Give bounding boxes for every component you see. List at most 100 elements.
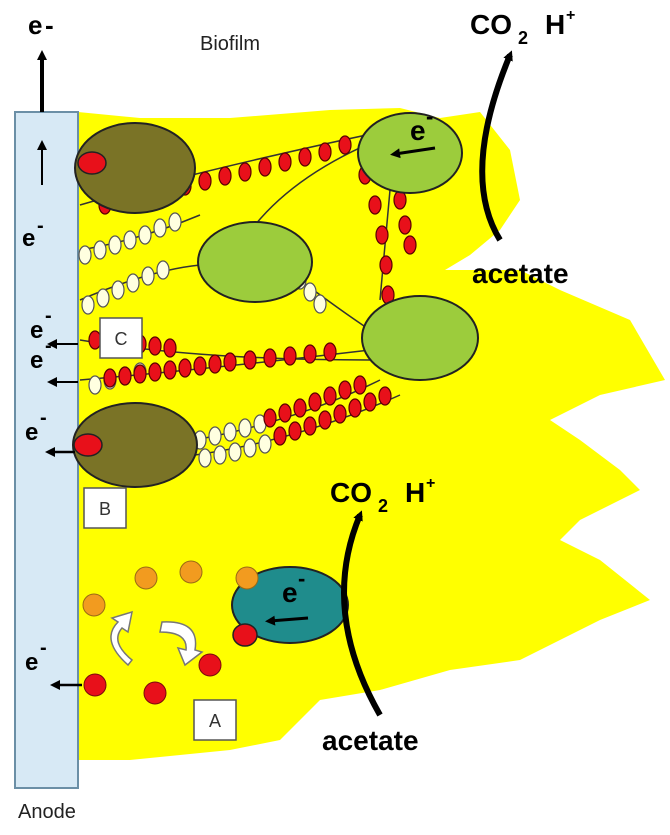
pilus-bead [156, 260, 170, 280]
pilus-bead [333, 404, 347, 424]
pilus-bead [243, 438, 257, 458]
label-a: A [209, 711, 221, 731]
pilus-bead [318, 142, 332, 162]
svg-text:-: - [40, 407, 47, 429]
cell-electron-arrow-top [390, 146, 436, 159]
electron-label-anode-3: e - [30, 335, 52, 374]
acetate-oxidation-arrow-top [479, 50, 513, 242]
acetate-label-bottom: acetate [322, 725, 419, 756]
pilus-bead [93, 240, 107, 260]
svg-text:e: e [30, 347, 43, 374]
pilus-bead [88, 330, 102, 350]
mediator-shuttles [82, 560, 259, 705]
pilus-bead [263, 348, 277, 368]
pilus-bead [133, 364, 147, 384]
cell-electron-arrow-teal [265, 615, 309, 626]
cytochrome-contact-bottom [73, 433, 103, 457]
pilus-bead [118, 366, 132, 386]
svg-text:e: e [25, 419, 38, 446]
svg-text:-: - [298, 566, 305, 591]
cytochrome-contact-teal [232, 623, 258, 647]
pilus-bead [378, 386, 392, 406]
co2-proton-label-bottom: CO 2 H + [330, 475, 435, 516]
electron-label-anode-4: e - [25, 407, 47, 446]
electron-label-anode-1: e - [22, 215, 44, 252]
pilus-bead [198, 448, 212, 468]
pilus-bead [308, 392, 322, 412]
pilus-bead [228, 442, 242, 462]
pilus-bead [375, 225, 389, 245]
svg-text:CO: CO [470, 9, 512, 40]
pilus-bead [363, 392, 377, 412]
svg-text:e: e [22, 225, 35, 252]
pilus-bead [303, 282, 317, 302]
pilus-bead [313, 294, 327, 314]
electron-label-cell-teal: e - [282, 566, 305, 608]
pilus-bead [218, 166, 232, 186]
pilus-bead [223, 422, 237, 442]
acetate-oxidation-arrow-bottom [341, 510, 383, 717]
svg-text:-: - [37, 215, 44, 237]
pilus-bead [168, 212, 182, 232]
pilus-bead [303, 416, 317, 436]
svg-text:H: H [545, 9, 565, 40]
svg-text:e: e [30, 317, 43, 344]
cell-green-right [361, 295, 479, 381]
svg-text:-: - [45, 335, 52, 357]
svg-text:e: e [282, 577, 298, 608]
pilus-bead [138, 225, 152, 245]
pilus-bead [96, 288, 110, 308]
electron-label-top: e - [28, 10, 54, 40]
pilus-bead [303, 344, 317, 364]
pilus-bead [288, 421, 302, 441]
pilus-bead [103, 368, 117, 388]
pilus-bead [81, 295, 95, 315]
pilus-bead [163, 338, 177, 358]
pilus-bead [293, 398, 307, 418]
pilus-bead [78, 245, 92, 265]
pilus-bead [198, 171, 212, 191]
pilus-bead [223, 352, 237, 372]
svg-text:H: H [405, 477, 425, 508]
pilus-bead [141, 266, 155, 286]
label-box-a [193, 699, 237, 741]
pilus-bead [403, 235, 417, 255]
recycle-arrow-left [110, 610, 134, 667]
pilus-bead [298, 147, 312, 167]
pilus-bead [208, 354, 222, 374]
svg-text:CO: CO [330, 477, 372, 508]
svg-text:-: - [45, 10, 54, 40]
acetate-label-top: acetate [472, 258, 569, 289]
pilus-bead [368, 195, 382, 215]
pilus-bead [213, 445, 227, 465]
svg-text:+: + [426, 475, 435, 492]
pilus-bead [178, 358, 192, 378]
pilus-bead [338, 380, 352, 400]
svg-text:e: e [28, 10, 42, 40]
pilus-bead [208, 426, 222, 446]
pilus-bead [258, 157, 272, 177]
pilus-bead [163, 360, 177, 380]
electron-label-anode-2: e - [30, 305, 52, 344]
svg-text:+: + [566, 7, 575, 24]
svg-text:-: - [45, 305, 52, 327]
pilus-bead [108, 235, 122, 255]
recycle-arrow-right [159, 621, 204, 667]
co2-proton-label-top: CO 2 H + [470, 7, 575, 48]
pilus-bead [193, 356, 207, 376]
pilus-bead [238, 418, 252, 438]
pilus-bead [111, 280, 125, 300]
label-box-c [99, 317, 143, 359]
anode-label: Anode [18, 801, 76, 823]
label-c: C [115, 329, 128, 349]
pilus-bead [278, 403, 292, 423]
pilus-bead [88, 375, 102, 395]
electron-label-cell-top: e - [410, 104, 433, 146]
svg-text:2: 2 [378, 496, 388, 516]
cytochrome-contact-top [77, 151, 107, 175]
pilus-bead [338, 135, 352, 155]
pilus-bead [243, 350, 257, 370]
pilus-bead [148, 362, 162, 382]
